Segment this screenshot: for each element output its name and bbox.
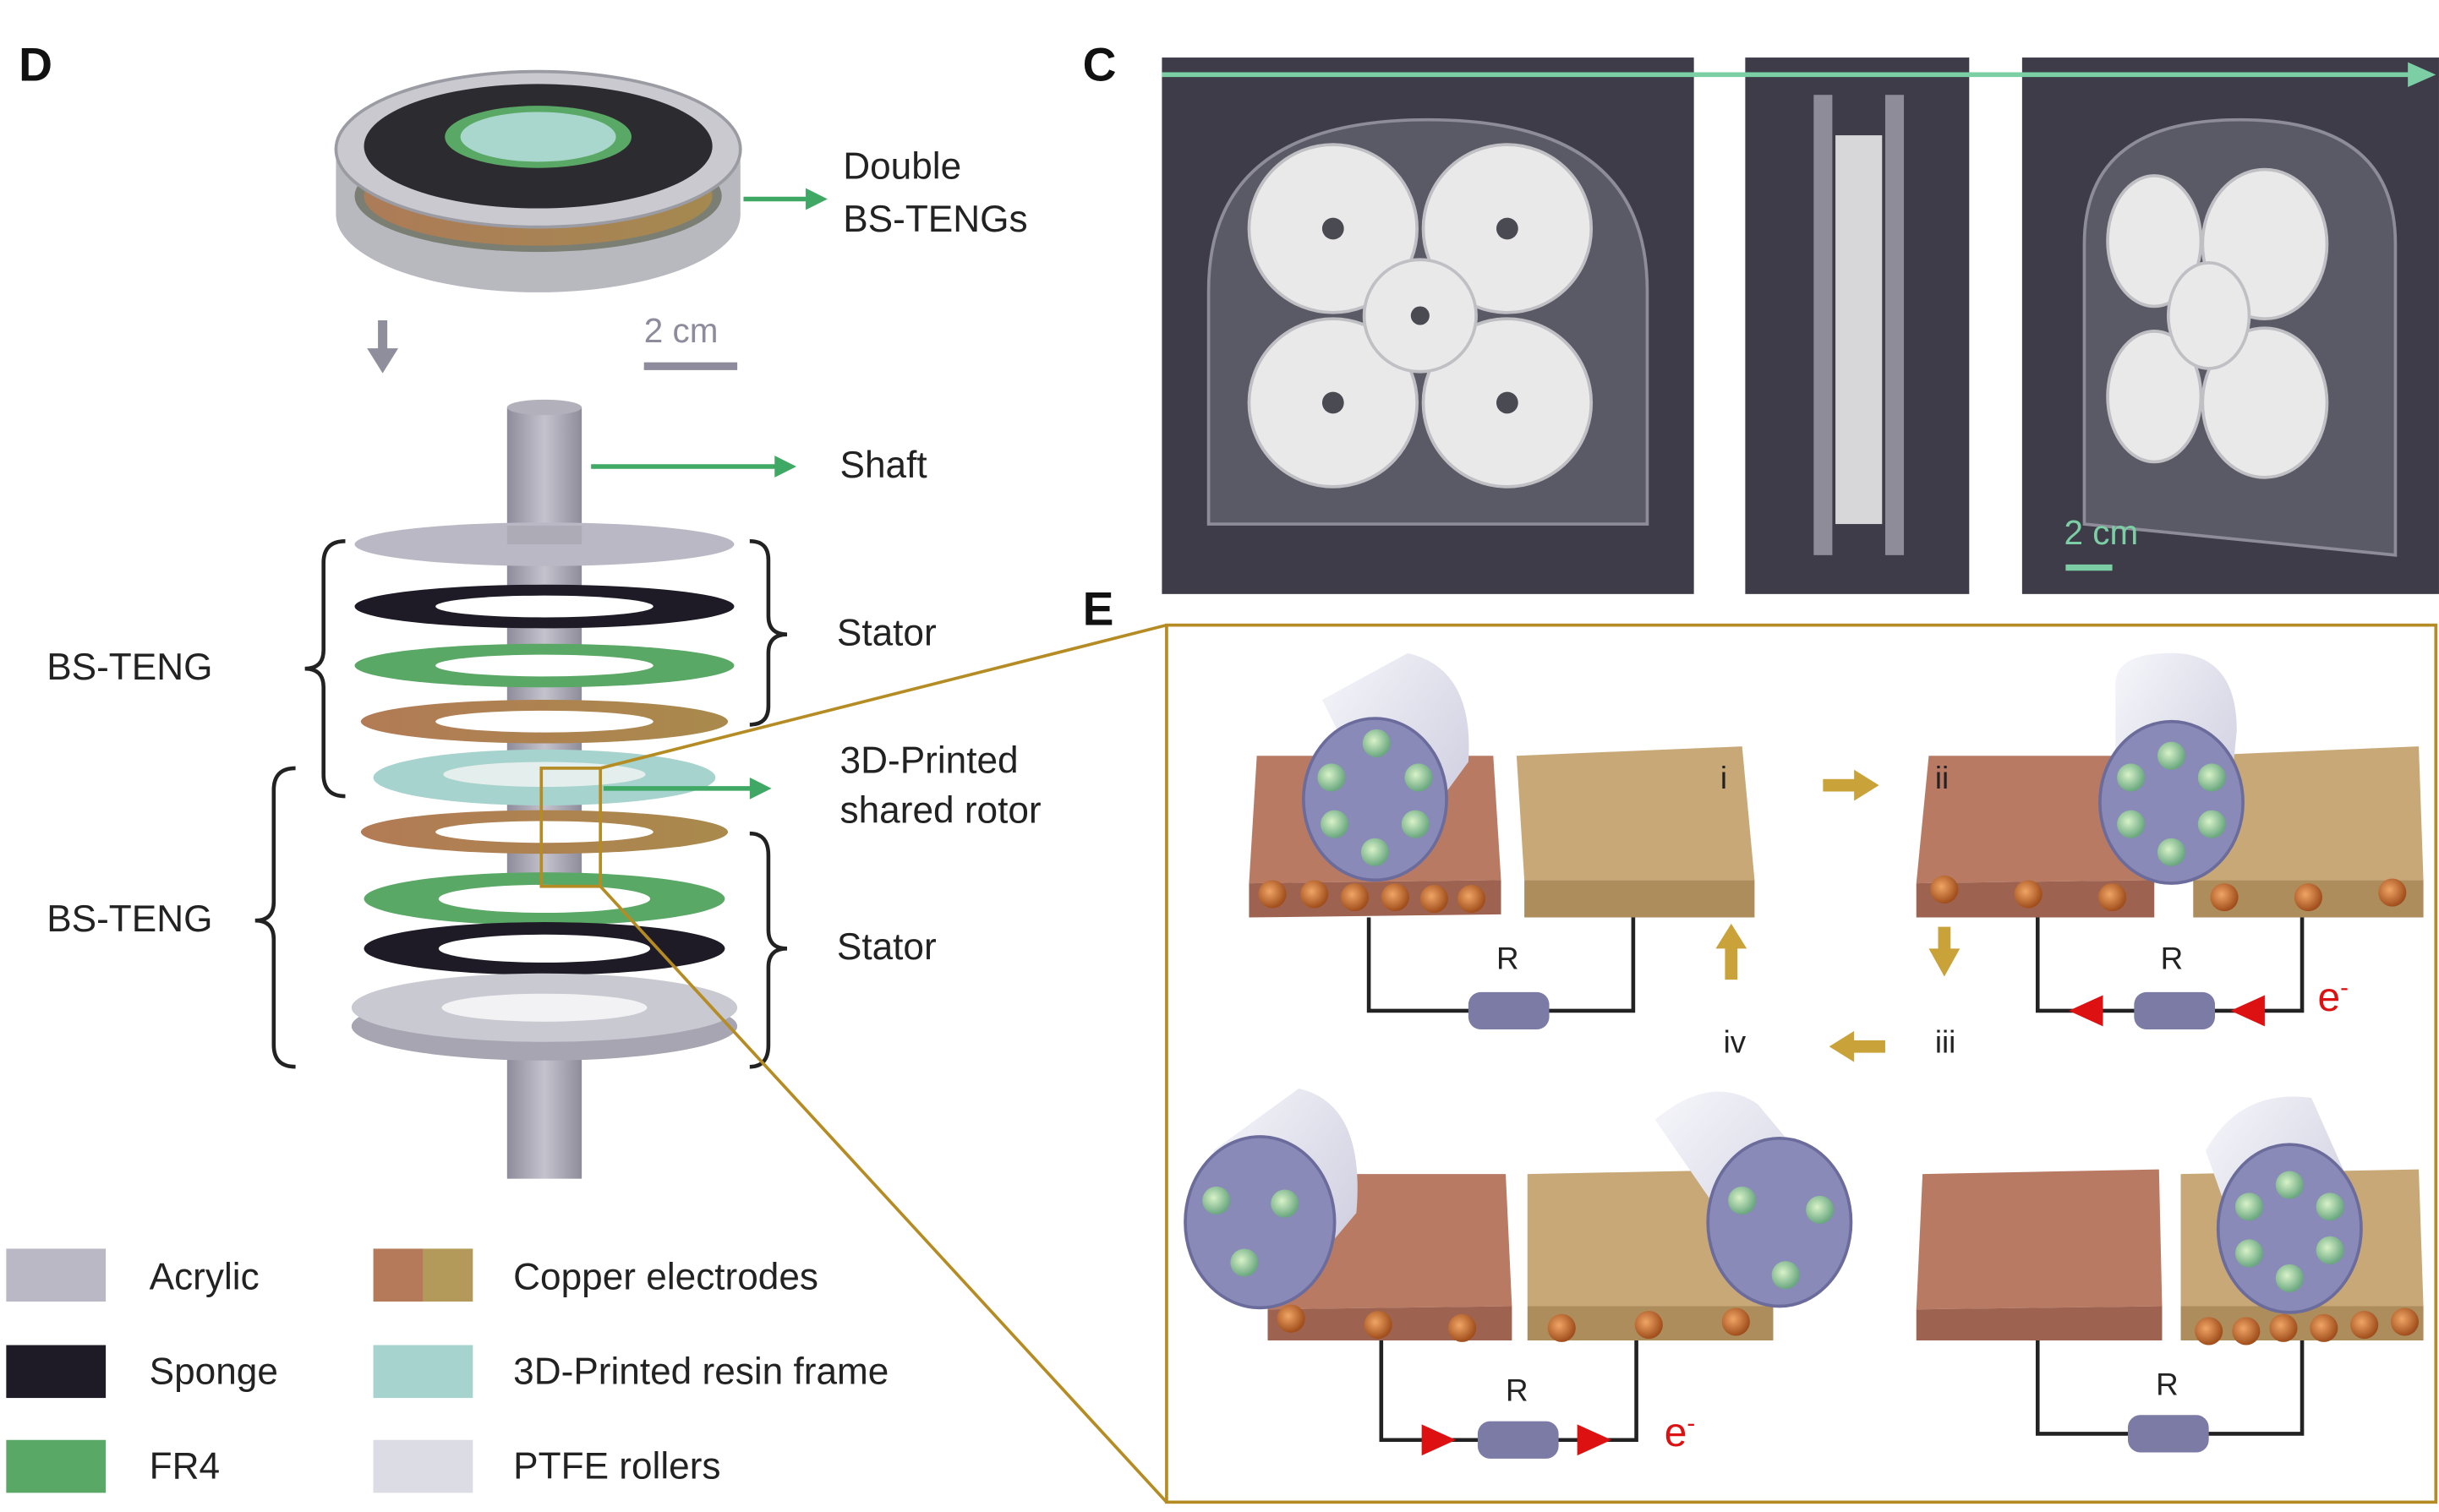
stage-label-ii: ii (1934, 761, 1950, 797)
acrylic-disk-top (354, 522, 735, 566)
photo-side-view (1745, 57, 1970, 594)
panel-label-c: C (1082, 40, 1117, 92)
cycle-arrows (1715, 769, 1960, 1062)
legend-fr4: FR4 (149, 1446, 221, 1488)
swatch-resin (373, 1345, 473, 1399)
swatch-acrylic (6, 1248, 107, 1302)
label-bsteng-bottom: BS-TENG (46, 898, 213, 942)
swatch-ptfe (373, 1439, 473, 1493)
label-bsteng-top: BS-TENG (46, 647, 213, 690)
swatch-sponge (6, 1345, 107, 1399)
panel-label-d: D (19, 40, 52, 92)
photo-angled-view (2021, 57, 2439, 594)
stage-i (1249, 652, 1755, 1030)
electron-label-iv: e- (1664, 1408, 1696, 1456)
stage-ii (1916, 652, 2424, 1030)
assembled-device (334, 69, 742, 292)
swatch-fr4 (6, 1439, 107, 1493)
stage-label-iv: iv (1723, 1026, 1747, 1061)
scale-label-d: 2 cm (643, 310, 719, 350)
legend-acrylic: Acrylic (149, 1256, 260, 1299)
swatch-copper-a (373, 1248, 424, 1302)
resistor-label-iv: R (1506, 1374, 1528, 1409)
stage-label-iii: iii (1934, 1026, 1956, 1061)
label-shaft: Shaft (839, 445, 927, 487)
resistor-label-i: R (1496, 942, 1519, 977)
label-double: Double (843, 145, 962, 188)
swatch-copper-b (423, 1248, 473, 1302)
resistor-label-iii: R (2156, 1368, 2179, 1403)
electron-label-ii: e- (2317, 973, 2349, 1020)
stage-label-i: i (1720, 761, 1728, 797)
legend-sponge: Sponge (149, 1351, 278, 1394)
scale-label-c: 2 cm (2064, 513, 2139, 553)
resistor-label-ii: R (2160, 942, 2184, 977)
label-bstengs: BS-TENGs (843, 199, 1028, 242)
stage-iii (1916, 1096, 2424, 1453)
stage-iv (1184, 1088, 1853, 1459)
photo-front-view (1162, 57, 1694, 594)
label-rotor-2: shared rotor (839, 789, 1042, 832)
